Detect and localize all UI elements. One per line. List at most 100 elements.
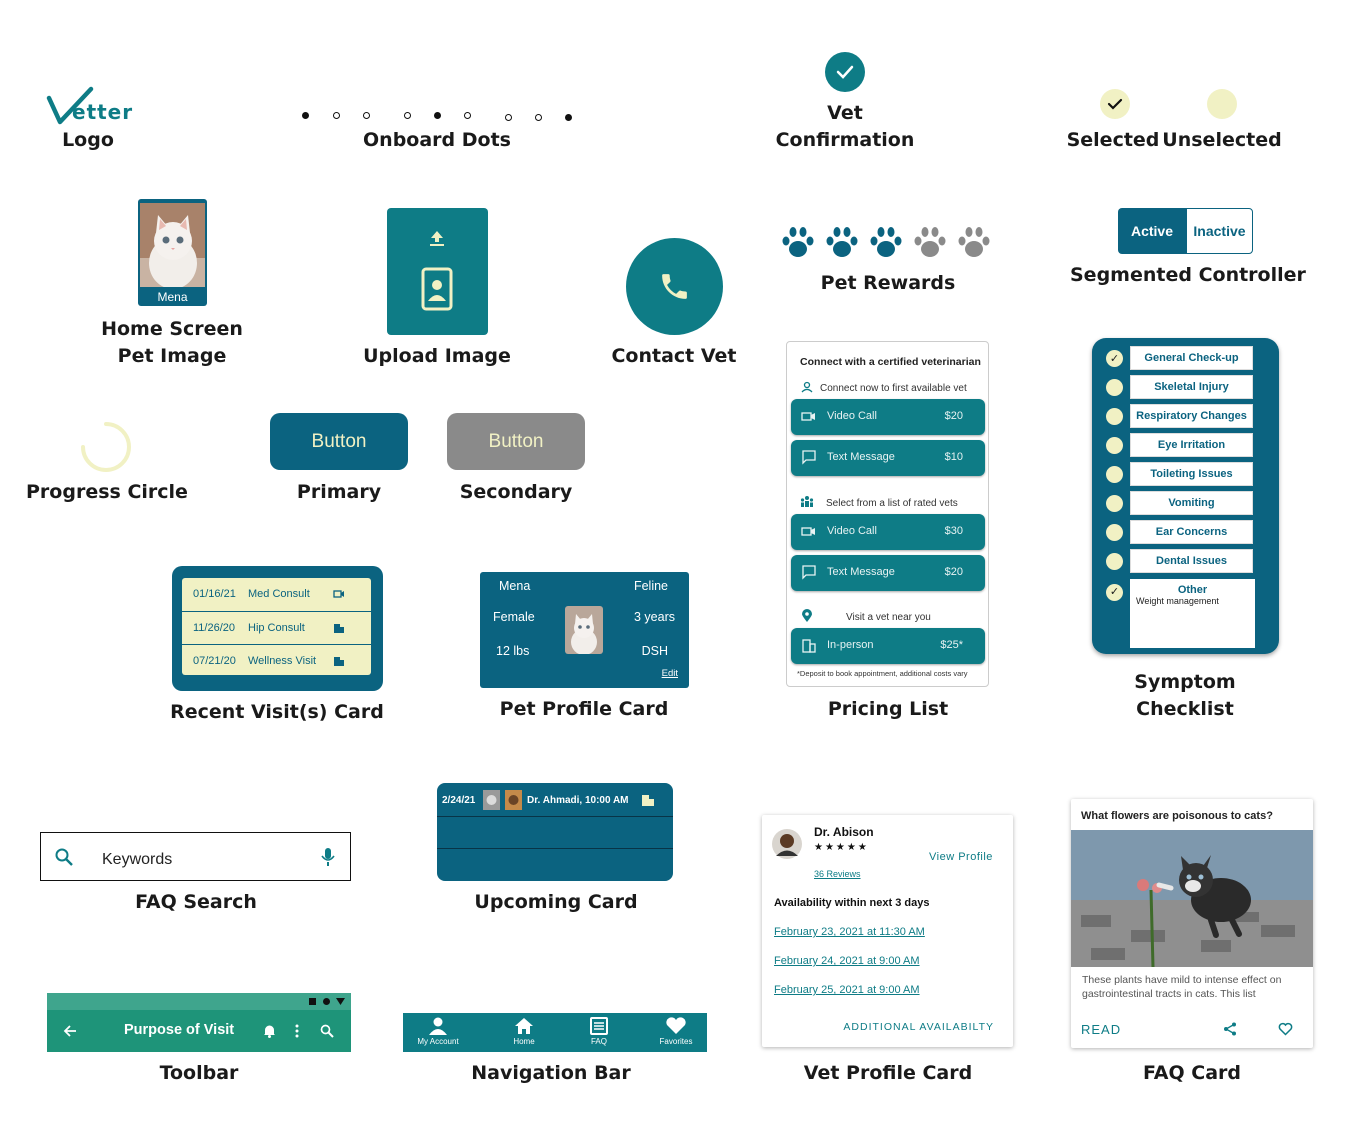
- symptom-row[interactable]: Eye Irritation: [1106, 433, 1272, 457]
- nav-home[interactable]: Home: [494, 1017, 554, 1046]
- heart-icon[interactable]: [1278, 1022, 1293, 1036]
- app-bar: Purpose of Visit: [47, 1010, 351, 1052]
- symptom-row[interactable]: Respiratory Changes: [1106, 404, 1272, 428]
- navbar-caption: Navigation Bar: [471, 1062, 631, 1084]
- price-item-label: Text Message: [827, 566, 895, 578]
- additional-availability-button[interactable]: ADDITIONAL AVAILABILTY: [843, 1021, 994, 1033]
- contact-vet-button[interactable]: [626, 238, 723, 335]
- pet-profile-card: Mena Feline Female 3 years 12 lbs DSH Ed…: [480, 572, 689, 688]
- profile-edit-link[interactable]: Edit: [661, 668, 678, 679]
- symptom-label: Skeletal Injury: [1130, 375, 1253, 399]
- primary-button[interactable]: Button: [270, 413, 408, 470]
- symptom-row[interactable]: Toileting Issues: [1106, 462, 1272, 486]
- symptom-checkbox[interactable]: [1106, 553, 1123, 570]
- symptom-label: General Check-up: [1130, 346, 1253, 370]
- symptom-checkbox[interactable]: [1106, 379, 1123, 396]
- symptom-label: Ear Concerns: [1130, 520, 1253, 544]
- availability-title: Availability within next 3 days: [774, 897, 930, 909]
- slot-link[interactable]: February 24, 2021 at 9:00 AM: [774, 955, 920, 967]
- nav-favorites[interactable]: Favorites: [646, 1017, 706, 1046]
- other-checkbox[interactable]: ✓: [1106, 584, 1123, 601]
- mic-icon[interactable]: [320, 847, 336, 867]
- symptom-checkbox[interactable]: [1106, 437, 1123, 454]
- selected-indicator[interactable]: [1100, 89, 1130, 119]
- search-icon[interactable]: [320, 1024, 334, 1038]
- view-profile-button[interactable]: View Profile: [929, 851, 993, 863]
- vet-stars: ★★★★★: [814, 842, 869, 853]
- pricing-video-call-20[interactable]: Video Call $20: [791, 399, 985, 435]
- logo-caption: Logo: [62, 129, 114, 151]
- other-field[interactable]: Other Weight management: [1130, 579, 1255, 648]
- dot-inactive: [464, 112, 471, 119]
- back-arrow-icon[interactable]: [63, 1024, 77, 1038]
- toolbar-caption: Toolbar: [159, 1062, 239, 1084]
- pricing-text-message-20[interactable]: Text Message $20: [791, 555, 985, 591]
- heart-icon: [666, 1017, 686, 1034]
- secondary-button[interactable]: Button: [447, 413, 585, 470]
- pricing-text-message-10[interactable]: Text Message $10: [791, 440, 985, 476]
- symptom-checkbox[interactable]: [1106, 408, 1123, 425]
- upload-image-button[interactable]: [387, 208, 488, 335]
- profile-sex: Female: [493, 610, 535, 624]
- pricing-in-person[interactable]: In-person $25*: [791, 628, 985, 664]
- symptom-row[interactable]: Vomiting: [1106, 491, 1272, 515]
- symptom-checkbox[interactable]: [1106, 495, 1123, 512]
- segment-inactive[interactable]: Inactive: [1186, 208, 1253, 254]
- vet-confirmation-caption-1: Vet: [827, 102, 863, 124]
- upload-icon: [430, 231, 444, 246]
- cat-avatar: [483, 790, 500, 810]
- logo-wordmark: etter: [72, 100, 134, 124]
- circle-icon: [323, 998, 330, 1005]
- symptom-row[interactable]: ✓ General Check-up: [1106, 346, 1272, 370]
- upcoming-card[interactable]: 2/24/21 Dr. Ahmadi, 10:00 AM: [437, 783, 673, 881]
- faq-image: [1071, 830, 1313, 967]
- share-icon[interactable]: [1223, 1022, 1237, 1036]
- bell-icon[interactable]: [263, 1023, 276, 1038]
- person-icon: [801, 381, 813, 393]
- visit-date: 11/26/20: [193, 622, 236, 634]
- price-item-label: Video Call: [827, 410, 877, 422]
- faq-search[interactable]: Keywords: [40, 832, 351, 881]
- pet-rewards: [780, 224, 996, 260]
- symptom-row[interactable]: Ear Concerns: [1106, 520, 1272, 544]
- document-icon: [590, 1017, 608, 1035]
- nav-faq[interactable]: FAQ: [569, 1017, 629, 1046]
- profile-weight: 12 lbs: [496, 644, 530, 658]
- faq-card-caption: FAQ Card: [1142, 1062, 1241, 1084]
- symptom-checkbox[interactable]: [1106, 466, 1123, 483]
- dog-avatar: [505, 790, 522, 810]
- nav-my-account[interactable]: My Account: [408, 1017, 468, 1046]
- slot-link[interactable]: February 25, 2021 at 9:00 AM: [774, 984, 920, 996]
- symptom-checkbox[interactable]: [1106, 524, 1123, 541]
- pricing-video-call-30[interactable]: Video Call $30: [791, 514, 985, 550]
- segmented-caption: Segmented Controller: [1070, 264, 1306, 286]
- unselected-indicator[interactable]: [1207, 89, 1237, 119]
- search-input[interactable]: Keywords: [102, 851, 173, 868]
- dot-inactive: [505, 114, 512, 121]
- video-icon: [801, 412, 815, 421]
- vet-reviews-link[interactable]: 36 Reviews: [814, 869, 861, 879]
- profile-breed: DSH: [641, 644, 668, 658]
- symptom-checkbox[interactable]: ✓: [1106, 350, 1123, 367]
- symptom-label: Dental Issues: [1130, 549, 1253, 573]
- paw-earned-icon: [870, 227, 902, 257]
- pet-name-label: Mena: [157, 290, 188, 304]
- segment-active[interactable]: Active: [1118, 208, 1186, 254]
- divider: [437, 848, 673, 849]
- video-icon: [801, 527, 815, 536]
- paw-earned-icon: [826, 227, 858, 257]
- more-vert-icon[interactable]: [295, 1024, 299, 1038]
- slot-link[interactable]: February 23, 2021 at 11:30 AM: [774, 926, 925, 938]
- visit-type: Med Consult: [248, 588, 310, 600]
- profile-species: Feline: [633, 579, 668, 593]
- pricing-section1: Connect now to first available vet: [820, 383, 967, 394]
- recent-visits-caption: Recent Visit(s) Card: [170, 701, 384, 723]
- symptom-row[interactable]: Skeletal Injury: [1106, 375, 1272, 399]
- home-pet-image[interactable]: Mena: [138, 199, 207, 306]
- read-button[interactable]: READ: [1081, 1022, 1122, 1037]
- symptom-row[interactable]: Dental Issues: [1106, 549, 1272, 573]
